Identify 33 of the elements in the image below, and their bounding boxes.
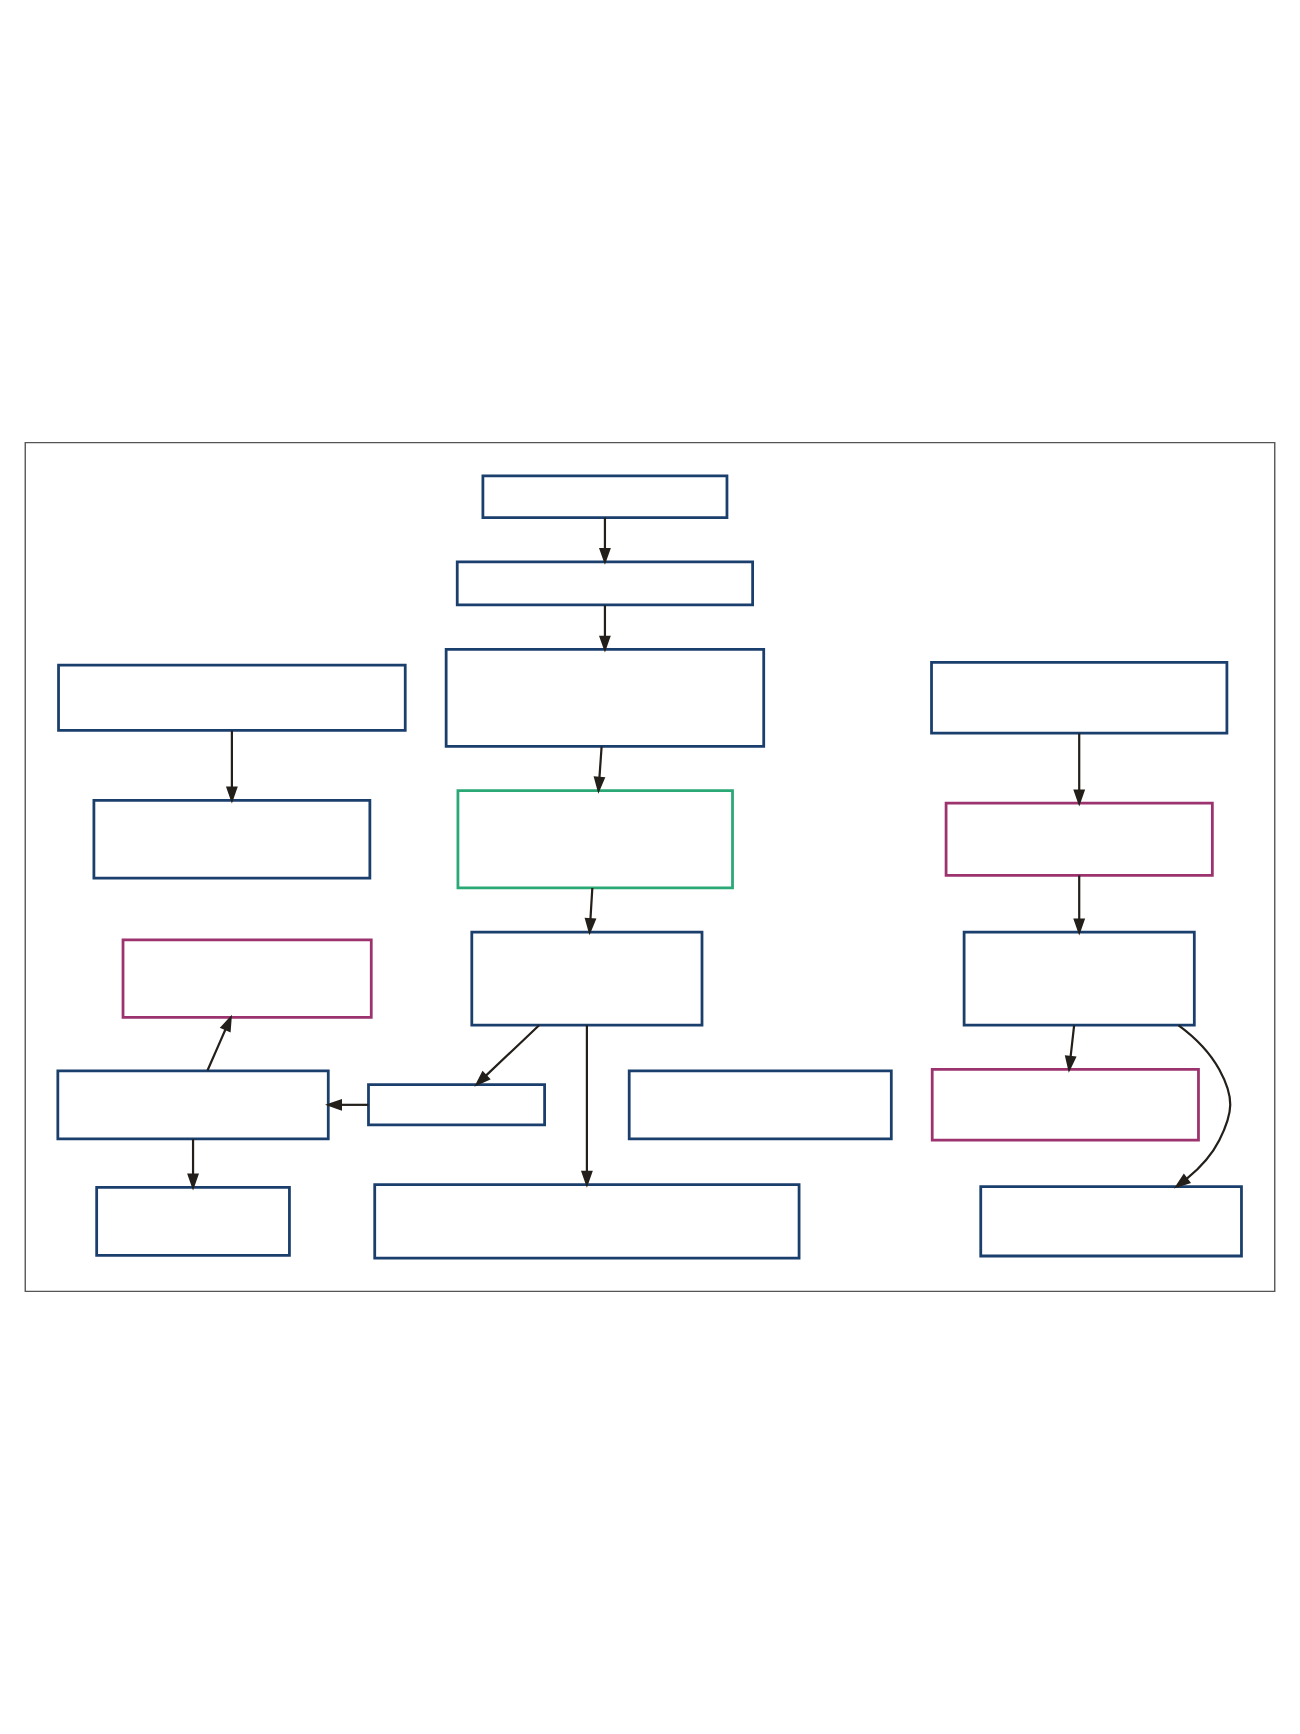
node-box — [930, 661, 1229, 735]
node-box — [367, 1083, 546, 1127]
node-box — [56, 1069, 330, 1141]
node-box — [944, 801, 1214, 877]
arrow — [474, 1024, 540, 1087]
arrow — [584, 887, 597, 936]
arrow — [225, 730, 238, 804]
arrow — [187, 1139, 199, 1191]
node-box — [470, 930, 704, 1027]
node-box — [121, 938, 373, 1019]
node-box — [962, 930, 1196, 1027]
node-box — [444, 647, 766, 748]
arrow — [206, 1014, 232, 1071]
arrow — [580, 1025, 593, 1188]
node-box — [456, 789, 734, 890]
arrow — [1073, 733, 1086, 807]
arrow — [593, 746, 606, 794]
node-box — [627, 1069, 893, 1141]
arrow — [599, 605, 611, 653]
node-box — [57, 663, 407, 732]
cluster — [24, 441, 1276, 1293]
node-box — [92, 799, 372, 880]
node-box — [455, 560, 754, 607]
node-box — [930, 1068, 1200, 1142]
node-box — [481, 474, 729, 519]
node-box — [979, 1185, 1243, 1258]
arrow — [325, 1098, 369, 1111]
node-box — [95, 1185, 291, 1257]
arrow — [599, 517, 611, 565]
arrow — [1064, 1025, 1077, 1073]
arrow — [1173, 1024, 1232, 1189]
node-box — [373, 1183, 801, 1260]
arrow — [1073, 875, 1086, 936]
